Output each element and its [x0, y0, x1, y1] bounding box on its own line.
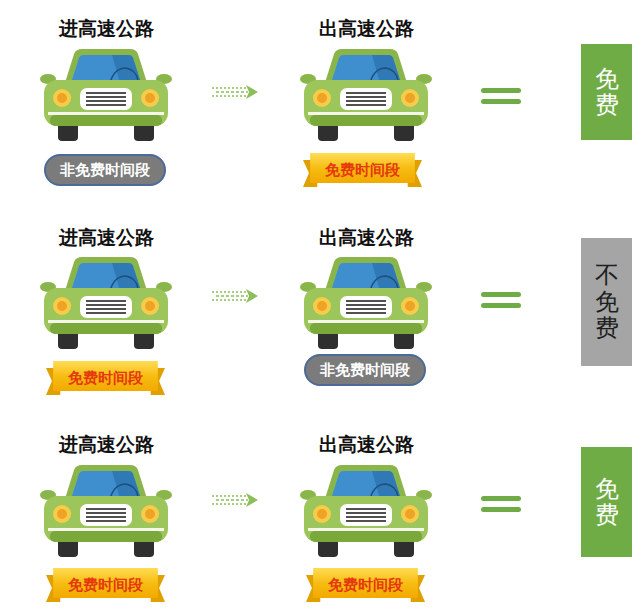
- stage-heading: 进高速公路: [59, 17, 154, 39]
- stage-heading: 出高速公路: [319, 433, 414, 455]
- car-icon: [40, 257, 172, 349]
- time-ribbon: 免费时间段: [46, 567, 165, 603]
- result-box: 免费: [581, 44, 632, 140]
- badge-text: 免费时间段: [328, 576, 403, 595]
- time-badge: 非免费时间段: [44, 154, 166, 186]
- car-icon: [40, 465, 172, 557]
- badge-text: 免费时间段: [68, 369, 143, 388]
- car-icon: [300, 49, 432, 141]
- badge-text: 免费时间段: [68, 576, 143, 595]
- car-icon: [300, 257, 432, 349]
- arrow-icon: [212, 493, 258, 507]
- arrow-icon: [212, 85, 258, 99]
- result-box: 免费: [581, 447, 632, 557]
- result-text: 不免费: [595, 262, 619, 341]
- stage-heading: 进高速公路: [59, 226, 154, 248]
- equals-sign: [481, 496, 521, 512]
- result-text: 免费: [595, 476, 619, 529]
- car-icon: [300, 465, 432, 557]
- equals-sign: [481, 292, 521, 308]
- result-box: 不免费: [581, 238, 632, 366]
- badge-text: 非免费时间段: [320, 361, 410, 380]
- time-ribbon: 免费时间段: [303, 152, 422, 188]
- badge-text: 免费时间段: [325, 161, 400, 180]
- badge-text: 非免费时间段: [60, 161, 150, 180]
- result-text: 免费: [595, 66, 619, 119]
- time-ribbon: 免费时间段: [306, 567, 425, 603]
- stage-heading: 进高速公路: [59, 433, 154, 455]
- equals-sign: [481, 88, 521, 104]
- arrow-icon: [212, 289, 258, 303]
- time-ribbon: 免费时间段: [46, 360, 165, 396]
- time-badge: 非免费时间段: [304, 354, 426, 386]
- stage-heading: 出高速公路: [319, 226, 414, 248]
- car-icon: [40, 49, 172, 141]
- stage-heading: 出高速公路: [319, 17, 414, 39]
